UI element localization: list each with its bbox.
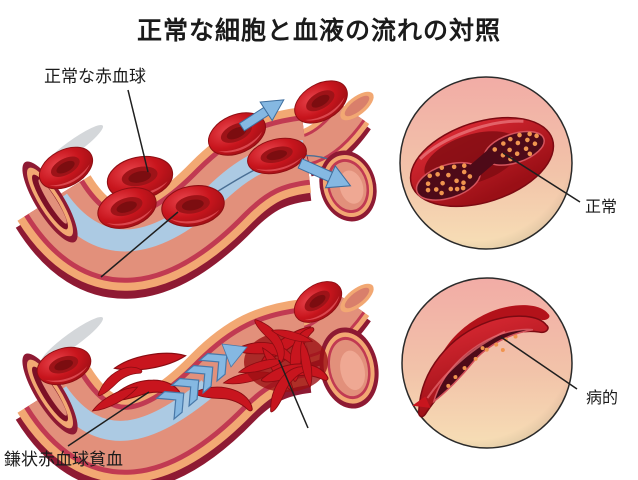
flow-arrow-icon: [297, 158, 352, 189]
label-normal-rbc: 正常な赤血球: [44, 67, 146, 86]
normal-cell-inset: [399, 76, 573, 250]
label-normal: 正常: [585, 199, 618, 216]
leader-line-blockage: [278, 359, 309, 429]
vessel-opening: [22, 353, 78, 435]
label-pathological: 病的: [586, 390, 619, 407]
vessel-opening: [340, 91, 374, 121]
sickle-blood-flow-vessel-illustration: [15, 272, 379, 480]
impaired-flow-arrow-icon: [156, 343, 248, 420]
vessel-opening: [340, 283, 374, 313]
label-sickle-cell-anemia: 鎌状赤血球貧血: [4, 450, 123, 469]
page-title: 正常な細胞と血液の流れの対照: [136, 17, 501, 45]
leader-line-normal-rbc: [127, 89, 149, 173]
leader-line-sickle-anemia: [67, 391, 150, 447]
leader-line-unlabeled-top: [100, 211, 179, 278]
leader-line-normal-inset: [502, 152, 581, 203]
leader-line-pathological-inset: [500, 336, 578, 390]
flow-arrow-icon: [238, 99, 285, 132]
leader-lines: [67, 89, 581, 447]
vessel-opening: [22, 161, 78, 243]
normal-blood-flow-vessel-illustration: [15, 71, 377, 299]
vessel-opening: [319, 327, 379, 409]
sickle-cell-inset: [401, 277, 573, 449]
sickle-cell-blockage: [235, 313, 331, 413]
